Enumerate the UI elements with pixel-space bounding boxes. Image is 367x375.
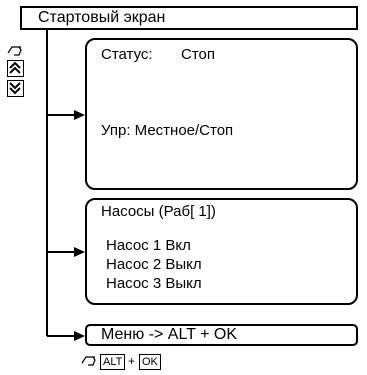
start-screen-title-box: Стартовый экран <box>20 6 358 30</box>
back-arrow-icon[interactable] <box>6 44 24 58</box>
arrow-pumps <box>74 247 85 257</box>
pump-line-2: Насос 2 Выкл <box>106 256 202 273</box>
status-value: Стоп <box>181 46 215 63</box>
arrow-menu <box>74 331 85 341</box>
double-chevron-down-icon[interactable] <box>7 80 24 97</box>
menu-hint: Меню -> ALT + OK <box>101 326 238 343</box>
alt-key: ALT <box>100 354 126 370</box>
start-screen-title: Стартовый экран <box>38 9 166 26</box>
control-mode-line: Упр: Местное/Стоп <box>101 122 234 139</box>
arrow-status <box>74 110 85 120</box>
pumps-screen: Насосы (Раб[ 1]) Насос 1 Вкл Насос 2 Вык… <box>85 198 358 305</box>
pump-line-1: Насос 1 Вкл <box>106 237 191 254</box>
back-arrow-icon <box>81 356 96 366</box>
double-chevron-up-icon[interactable] <box>7 60 24 77</box>
plus-sign: + <box>128 354 136 368</box>
ok-key: OK <box>139 354 161 370</box>
pump-line-3: Насос 3 Выкл <box>106 275 202 292</box>
menu-hint-box: Меню -> ALT + OK <box>85 324 358 346</box>
pumps-header: Насосы (Раб[ 1]) <box>101 203 216 220</box>
status-screen: Статус: Стоп Упр: Местное/Стоп <box>85 38 358 190</box>
status-label: Статус: <box>101 46 153 63</box>
